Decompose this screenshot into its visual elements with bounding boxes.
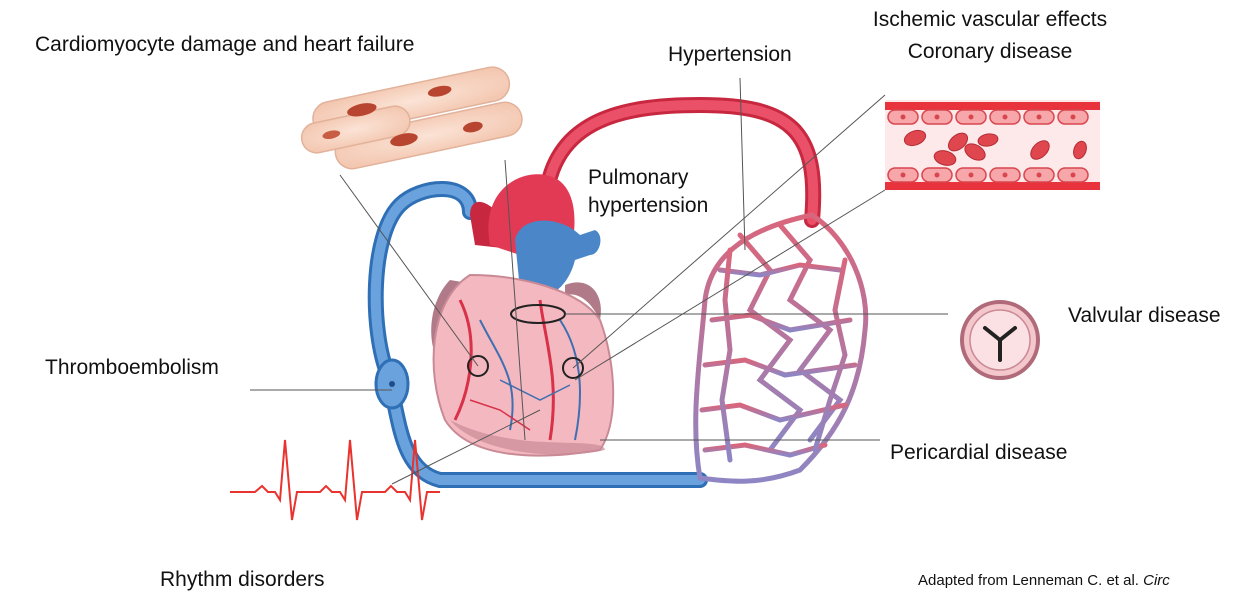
credit-text: Adapted from Lenneman C. et al. — [918, 572, 1143, 589]
ischemic-line1: Ischemic vascular effects — [850, 8, 1130, 32]
source-credit: Adapted from Lenneman C. et al. Circ — [918, 572, 1170, 589]
capillary-network — [696, 215, 866, 481]
blood-vessel-illustration — [885, 100, 1100, 190]
pulmonary-hypertension-label: Pulmonary hypertension — [588, 166, 708, 218]
rhythm-label: Rhythm disorders — [160, 568, 325, 592]
heart-illustration — [431, 174, 613, 455]
hypertension-label: Hypertension — [668, 43, 792, 67]
credit-journal: Circ — [1143, 572, 1170, 589]
thromboembolism-label: Thromboembolism — [45, 356, 219, 380]
ischemic-line2: Coronary disease — [850, 40, 1130, 64]
pericardial-label: Pericardial disease — [890, 441, 1067, 465]
pulmonary-line1: Pulmonary — [588, 166, 708, 190]
valvular-label: Valvular disease — [1068, 304, 1221, 328]
ischemic-label: Ischemic vascular effects Coronary disea… — [850, 8, 1130, 64]
valve-icon — [962, 302, 1038, 378]
cardiomyocyte-cells-illustration — [295, 63, 525, 178]
cardiomyocyte-label: Cardiomyocyte damage and heart failure — [35, 33, 414, 57]
pulmonary-line2: hypertension — [588, 194, 708, 218]
